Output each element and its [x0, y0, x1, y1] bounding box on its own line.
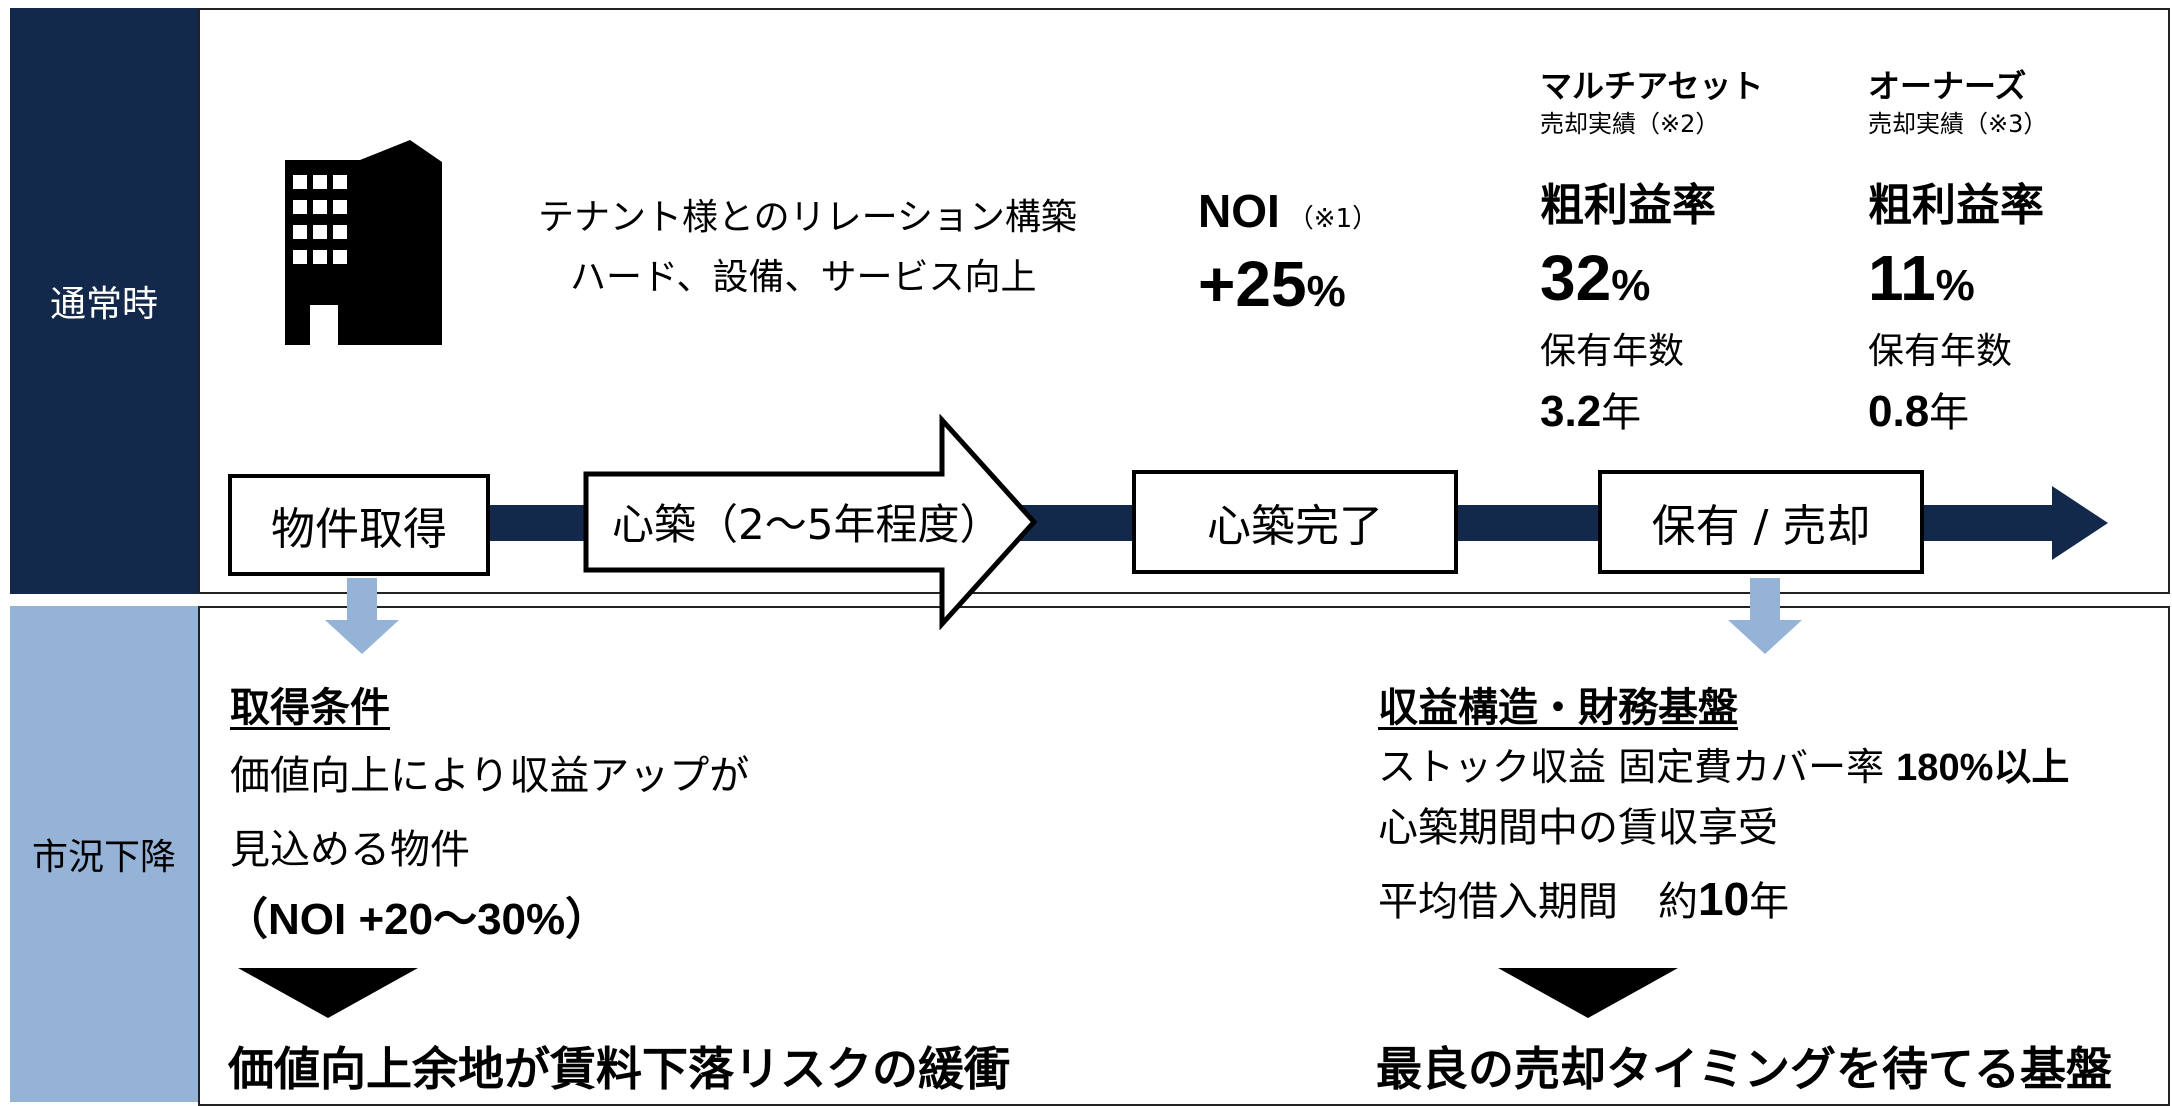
noi-label: NOI — [1198, 185, 1280, 237]
building-icon — [285, 140, 442, 345]
renovation-arrow-shape — [583, 414, 1038, 630]
noi-range-open: （ — [224, 894, 268, 945]
noi-range-close: ） — [565, 894, 610, 945]
avg-borrowing-text: 平均借入期間 約 — [1378, 879, 1698, 925]
multi-asset-sub: 売却実績（※2） — [1540, 110, 1720, 138]
normal-period-panel — [198, 8, 2170, 594]
noi-value-row: +25% — [1198, 252, 1346, 316]
noi-note: （※1） — [1287, 204, 1379, 234]
left-conclusion: 価値向上余地が賃料下落リスクの緩衝 — [228, 1042, 1010, 1096]
flow-step-acquisition: 物件取得 — [228, 474, 490, 576]
acquisition-line-1: 価値向上により収益アップが — [230, 753, 750, 799]
owners-hold-row: 0.8年 — [1868, 390, 1969, 434]
revenue-structure-heading: 収益構造・財務基盤 — [1378, 685, 1738, 731]
noi-range-value: NOI +20～30% — [268, 895, 566, 944]
stock-revenue-text: ストック収益 固定費カバー率 — [1378, 745, 1897, 789]
multi-margin-value: 32 — [1540, 242, 1612, 314]
owners-margin-unit: % — [1935, 261, 1975, 310]
noi-label-row: NOI（※1） — [1198, 188, 1378, 234]
multi-margin-unit: % — [1611, 261, 1651, 310]
market-decline-panel — [198, 606, 2170, 1106]
multi-margin-row: 32% — [1540, 246, 1650, 310]
flow-step-completion: 心築完了 — [1132, 470, 1458, 574]
market-decline-label-bg: 市況下降 — [10, 606, 198, 1102]
fixed-cost-coverage-value: 180% — [1896, 747, 1994, 789]
acquisition-line-2: 見込める物件 — [230, 827, 470, 873]
rent-income-line: 心築期間中の賃収享受 — [1378, 805, 1778, 851]
avg-borrowing-value: 10 — [1698, 873, 1750, 925]
hardware-service-text: ハード、設備、サービス向上 — [570, 257, 1037, 298]
noi-unit: % — [1306, 267, 1346, 316]
multi-hold-row: 3.2年 — [1540, 390, 1641, 434]
owners-sub: 売却実績（※3） — [1868, 110, 2048, 138]
right-conclusion: 最良の売却タイミングを待てる基盤 — [1376, 1042, 2112, 1096]
down-arrow-icon-left — [325, 578, 399, 654]
normal-period-label-bg: 通常時 — [10, 8, 198, 594]
owners-hold-label: 保有年数 — [1868, 331, 2013, 372]
down-triangle-icon-left — [238, 968, 418, 1018]
avg-borrowing-unit: 年 — [1749, 879, 1790, 925]
flow-step-hold-sell: 保有 / 売却 — [1598, 470, 1924, 574]
multi-margin-label: 粗利益率 — [1540, 180, 1716, 231]
tenant-relation-text: テナント様とのリレーション構築 — [538, 197, 1077, 238]
fixed-cost-coverage-suffix: 以上 — [1993, 745, 2070, 789]
stock-revenue-line: ストック収益 固定費カバー率 180%以上 — [1378, 748, 2069, 787]
acquisition-conditions-heading: 取得条件 — [230, 685, 390, 731]
owners-title: オーナーズ — [1868, 67, 2027, 105]
acquisition-line-3: （NOI +20～30%） — [224, 898, 609, 942]
multi-asset-title: マルチアセット — [1540, 67, 1764, 105]
avg-borrowing-line: 平均借入期間 約10年 — [1378, 876, 1789, 922]
owners-hold-unit: 年 — [1929, 390, 1970, 436]
owners-hold-value: 0.8 — [1868, 387, 1930, 436]
owners-margin-value: 11 — [1868, 242, 1936, 314]
flow-step-renovation: 心築（2～5年程度） — [612, 500, 1002, 549]
down-arrow-icon-right — [1728, 578, 1802, 654]
down-triangle-icon-right — [1498, 968, 1678, 1018]
multi-hold-label: 保有年数 — [1540, 331, 1685, 372]
normal-period-label: 通常時 — [49, 284, 158, 325]
noi-value: +25 — [1198, 248, 1307, 320]
owners-margin-label: 粗利益率 — [1868, 180, 2044, 231]
multi-hold-unit: 年 — [1601, 390, 1642, 436]
owners-margin-row: 11% — [1868, 246, 1975, 310]
market-decline-label: 市況下降 — [31, 837, 176, 878]
timeline-arrowhead-icon — [2052, 486, 2108, 560]
multi-hold-value: 3.2 — [1540, 387, 1602, 436]
